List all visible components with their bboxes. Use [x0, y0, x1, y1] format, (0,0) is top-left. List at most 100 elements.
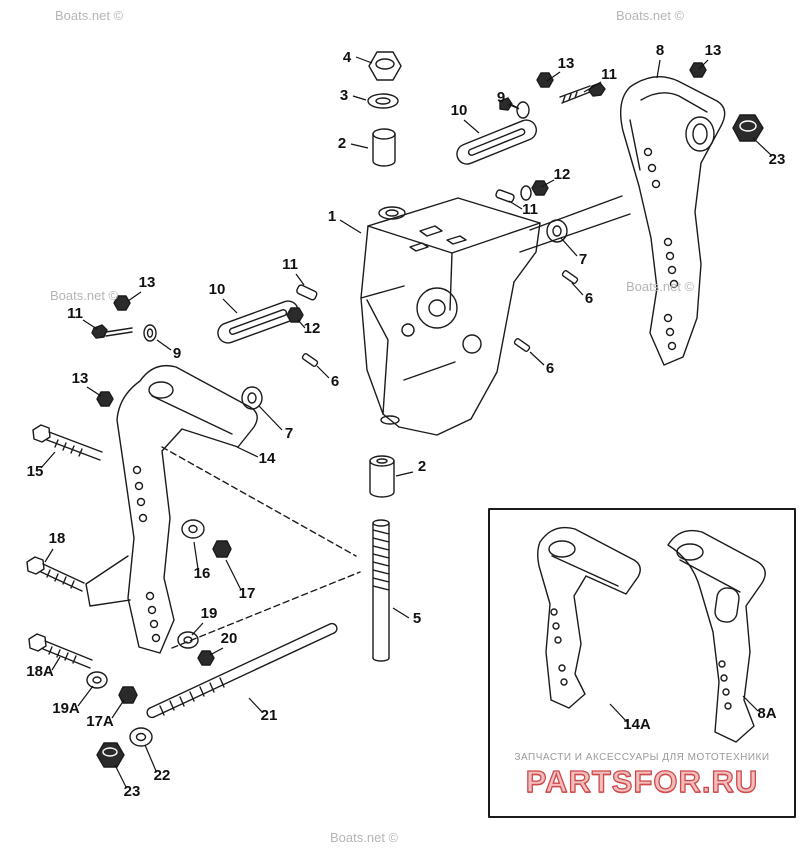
hex-nut-part17 — [212, 540, 232, 558]
leader-line-part-18A — [51, 656, 61, 671]
hex-nut-part4 — [368, 51, 402, 81]
hex-nut-part23-bottom — [96, 742, 125, 768]
bolt-part18a — [28, 633, 93, 669]
leader-line-part-3 — [352, 95, 367, 101]
part-callout-4: 4 — [343, 49, 352, 66]
leader-line-part-17 — [225, 559, 242, 591]
leader-line-part-23 — [752, 137, 772, 156]
leader-line-part-11 — [295, 273, 305, 286]
washer-part16 — [181, 519, 205, 539]
leader-line-part-13 — [546, 71, 561, 82]
boatsnet-watermark-3: Boats.net © — [626, 279, 695, 294]
transom-bracket-part8 — [620, 75, 726, 366]
part-callout-14: 14 — [259, 450, 276, 467]
part-callout-21: 21 — [261, 707, 278, 724]
screw-part9-topright — [499, 97, 530, 119]
leader-line-part-8A — [742, 695, 759, 712]
leader-line-part-22 — [144, 744, 157, 772]
part-callout-13: 13 — [139, 274, 156, 291]
part-callout-8A: 8A — [757, 705, 776, 722]
leader-line-part-6 — [316, 365, 330, 379]
part-callout-11: 11 — [67, 305, 83, 322]
part-callout-18: 18 — [49, 530, 66, 547]
part-callout-17: 17 — [239, 585, 256, 602]
part-callout-17A: 17A — [86, 713, 114, 730]
part-callout-14A: 14A — [623, 716, 651, 733]
hex-nut-part17a — [118, 686, 138, 704]
washer-part7-right — [546, 219, 568, 243]
part-callout-13: 13 — [705, 42, 722, 59]
inset-caption: ЗАПЧАСТИ И АКСЕССУАРЫ ДЛЯ МОТОТЕХНИКИ — [514, 752, 770, 763]
part-callout-2: 2 — [418, 458, 426, 475]
leader-line-part-6 — [571, 282, 584, 296]
leader-line-part-1 — [339, 219, 362, 234]
washer-part9-left — [143, 324, 157, 342]
leader-line-part-17A — [111, 699, 125, 719]
watermark-layer: Boats.net © Boats.net © Boats.net © Boats.n… — [50, 8, 695, 845]
leader-line-part-11 — [583, 81, 602, 93]
part-callout-7: 7 — [579, 251, 587, 268]
inset-bracket-part8a — [667, 529, 766, 743]
part-callout-20: 20 — [221, 630, 238, 647]
leader-line-part-8 — [656, 59, 661, 79]
leader-line-part-2 — [395, 471, 414, 477]
washer-part22 — [129, 727, 153, 747]
nut-part12-left — [286, 307, 304, 323]
leader-lines-layer — [40, 56, 772, 788]
dashed-construction-lines — [161, 446, 361, 649]
part-callout-5: 5 — [413, 610, 421, 627]
part-callout-3: 3 — [340, 87, 348, 104]
part-callout-12: 12 — [304, 320, 321, 337]
stud-part5 — [372, 519, 390, 662]
pin-part11-midleft — [296, 284, 318, 301]
leader-line-part-7 — [560, 237, 578, 257]
part-callout-6: 6 — [546, 360, 554, 377]
hex-nut-part23-right — [732, 114, 764, 142]
leader-line-part-23 — [114, 764, 127, 788]
transom-bracket-part14 — [85, 364, 258, 654]
leader-line-part-15 — [40, 451, 56, 469]
part-callout-11: 11 — [601, 66, 617, 83]
swivel-bracket-part1 — [360, 195, 631, 436]
bolt-part18 — [26, 556, 85, 592]
leader-line-part-6 — [529, 351, 545, 366]
part-callout-19: 19 — [201, 605, 218, 622]
part-callout-6: 6 — [585, 290, 593, 307]
boatsnet-watermark-4: Boats.net © — [330, 830, 399, 845]
washer-part19a — [86, 671, 108, 689]
part-callout-2: 2 — [338, 135, 346, 152]
leader-line-part-2 — [350, 143, 369, 149]
part-callout-23: 23 — [769, 151, 786, 168]
leader-line-part-12 — [297, 319, 306, 329]
leader-line-part-21 — [248, 697, 263, 713]
leader-line-part-16 — [193, 541, 199, 570]
part-callout-13: 13 — [558, 55, 575, 72]
part-callout-8: 8 — [656, 42, 664, 59]
leader-line-part-12 — [540, 179, 555, 188]
hex-nut-part13-left — [113, 295, 131, 311]
leader-line-part-5 — [392, 607, 410, 619]
part-callout-10: 10 — [209, 281, 226, 298]
leader-line-part-19 — [191, 622, 204, 636]
leader-line-part-9 — [156, 339, 172, 351]
leader-line-part-13 — [698, 59, 709, 70]
part-callout-16: 16 — [194, 565, 211, 582]
leader-line-part-14 — [236, 446, 259, 458]
screw-part6-right — [561, 270, 579, 284]
link-plate-part10-topright — [456, 119, 537, 165]
part-callout-15: 15 — [27, 463, 44, 480]
part-callout-18A: 18A — [26, 663, 54, 680]
boatsnet-watermark-2: Boats.net © — [50, 288, 119, 303]
boatsnet-watermark-0: Boats.net © — [55, 8, 124, 23]
boatsnet-watermark-1: Boats.net © — [616, 8, 685, 23]
part-callout-1: 1 — [328, 208, 336, 225]
bushing-part2-lower — [369, 455, 395, 498]
nut-part12-topright — [520, 180, 549, 201]
part-callout-6: 6 — [331, 373, 339, 390]
screw-part6-rightlower — [513, 338, 531, 352]
leader-line-part-7 — [258, 405, 283, 431]
part-callout-11: 11 — [282, 256, 298, 273]
washer-part3 — [367, 93, 399, 109]
